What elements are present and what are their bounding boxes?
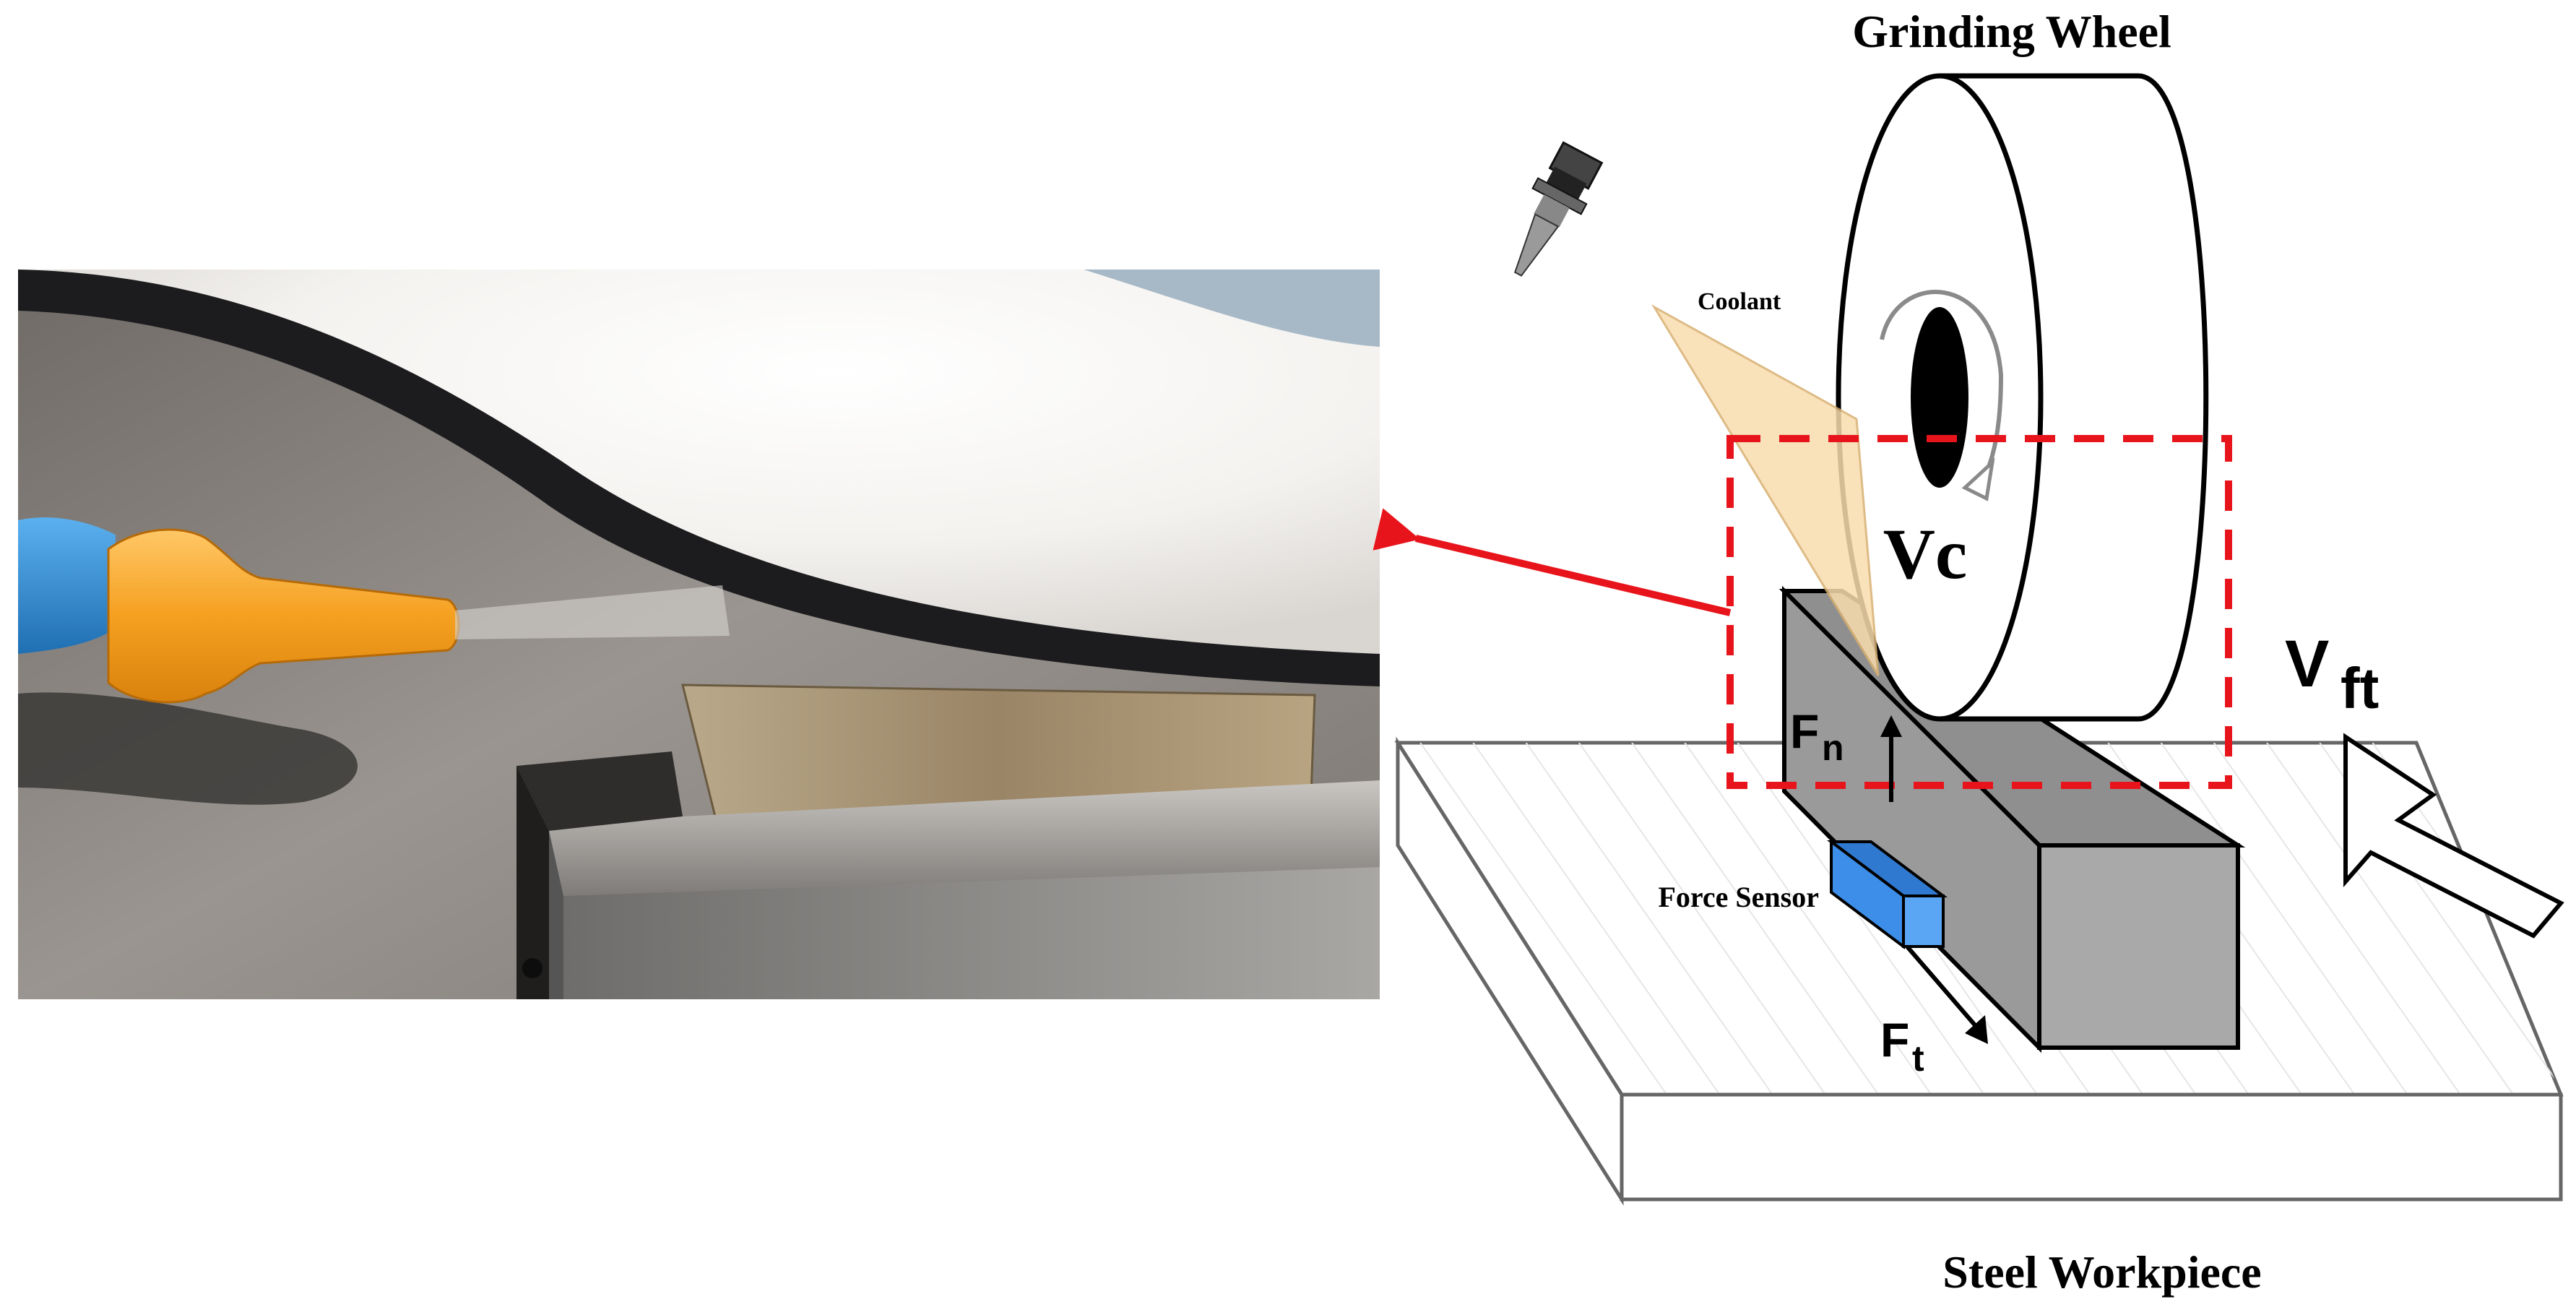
photo-coolant-spray [455,585,730,639]
steel-workpiece-label: Steel Workpiece [1942,1246,2261,1298]
tangential-force-label-main: F [1880,1013,1909,1066]
feed-speed-label-sub: ft [2341,656,2379,720]
photo-vise-front [563,867,1380,999]
force-sensor-icon [1827,839,1948,949]
contact-zone-highlight [1726,435,2232,789]
normal-force-label-sub: n [1822,728,1844,768]
tangential-force-label-sub: t [1912,1038,1924,1079]
photo-wheel-rim [18,270,1380,686]
grinding-wheel-label: Grinding Wheel [1852,6,2171,57]
grinding-wheel [1836,73,2209,722]
feed-direction-arrow-icon [2343,733,2564,939]
coolant-spray [1651,303,1880,676]
rotation-arrowhead [1961,457,1995,501]
tangential-force-arrow [1905,945,1978,1027]
photo-vise-top [549,780,1380,896]
force-sensor-label: Force Sensor [1658,881,1819,913]
wheel-bore [1911,307,1968,488]
block-front [2037,843,2240,1050]
zoom-pointer-arrow [1373,508,1732,616]
plate-front [1620,1092,2563,1202]
photo-coolant-hose [18,517,116,654]
cutting-speed-label: Vc [1883,514,1968,594]
coolant-label: Coolant [1698,288,1781,315]
photo-vise-side [517,766,549,999]
coolant-nozzle-icon [1513,141,1604,277]
photo-vise-hole [522,958,543,978]
photo-wheel-hub [1084,270,1380,347]
photo-nozzle-shadow [18,692,358,805]
experiment-photo [18,270,1380,999]
photo-vise-jaw [517,751,683,831]
plate-side [1396,736,1624,1206]
tangential-force-arrowhead [1965,1015,1988,1044]
normal-force-label-main: F [1790,704,1819,758]
photo-vise-edge [549,831,563,999]
feed-speed-label-main: V [2285,627,2329,701]
normal-force-arrowhead [1880,715,1902,737]
